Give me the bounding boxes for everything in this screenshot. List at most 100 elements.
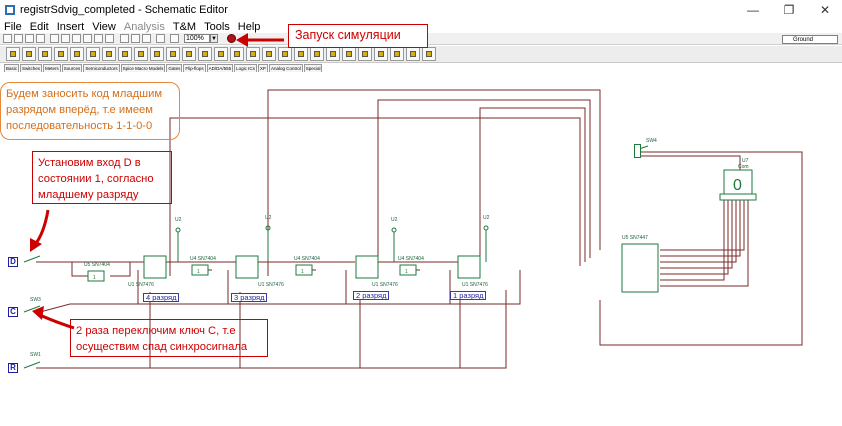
minimize-button[interactable]: — [747,3,759,17]
wire-tool-icon[interactable] [72,34,81,43]
svg-text:1: 1 [301,269,304,275]
pen-tool-icon[interactable] [83,34,92,43]
tab-meters[interactable]: Meters [43,64,61,72]
inverter-label: U4 SN7404 [294,256,320,262]
component-button[interactable] [70,47,84,61]
component-button[interactable] [54,47,68,61]
component-button[interactable] [150,47,164,61]
sw4-terminal[interactable] [634,144,641,158]
flipflop-label: U1 SN7476 [462,282,488,288]
svg-text:1: 1 [197,269,200,275]
text-tool-icon[interactable] [94,34,103,43]
digit-label-4: 4 разряд [143,293,180,302]
zoom-select[interactable]: 100% [184,34,210,43]
set-d-annotation: Установим вход D в состоянии 1, согласно… [32,151,172,204]
component-button[interactable] [262,47,276,61]
ground-select[interactable]: Ground [782,35,838,44]
component-button[interactable] [38,47,52,61]
component-button[interactable] [102,47,116,61]
title-bar: registrSdvig_completed - Schematic Edito… [0,0,842,20]
menu-view[interactable]: View [92,21,116,33]
copy-icon[interactable] [131,34,140,43]
menu-tm[interactable]: T&M [172,21,197,33]
new-file-icon[interactable] [3,34,12,43]
component-button[interactable] [278,47,292,61]
schematic-canvas[interactable] [0,72,842,426]
svg-text:0: 0 [733,177,742,194]
zoom-icon[interactable] [170,34,179,43]
component-button[interactable] [166,47,180,61]
tab-switches[interactable]: Switches [20,64,43,72]
decoder-label: U5 SN7447 [622,235,648,241]
menu-insert[interactable]: Insert [56,21,85,33]
menu-tools[interactable]: Tools [204,21,230,33]
tab-analog-control[interactable]: Analog Control [268,64,303,72]
maximize-button[interactable]: ❐ [783,3,795,17]
svg-text:1: 1 [405,269,408,275]
simulation-annotation: Запуск симуляции [288,24,428,48]
component-button[interactable] [86,47,100,61]
component-button[interactable] [22,47,36,61]
component-button[interactable] [198,47,212,61]
component-button[interactable] [246,47,260,61]
select-arrow-icon[interactable] [61,34,70,43]
tab-logic-ics[interactable]: Logic ICs [234,64,257,72]
tab-spice-macro[interactable]: Spice Macro Models [120,64,166,72]
component-button[interactable] [422,47,436,61]
tab-semiconductors[interactable]: Semiconductors [83,64,120,72]
probe-label: U2 [175,217,182,223]
menu-bar: File Edit Insert View Analysis T&M Tools… [0,20,264,34]
component-button[interactable] [214,47,228,61]
flipflop-label: U1 SN7476 [258,282,284,288]
tab-xp[interactable]: XP [257,64,268,72]
display-com-label: Com [738,164,749,170]
component-button[interactable] [230,47,244,61]
tab-sources[interactable]: Sources [61,64,83,72]
menu-edit[interactable]: Edit [29,21,49,33]
save-icon[interactable] [25,34,34,43]
sw1-label: SW1 [30,352,41,358]
input-terminal-d[interactable]: D [8,257,18,267]
probe-label: U2 [483,215,490,221]
tab-basic[interactable]: Basic [4,64,20,72]
window-title: registrSdvig_completed - Schematic Edito… [20,4,228,16]
tab-ad-da[interactable]: AD/DA/555 [206,64,234,72]
menu-help[interactable]: Help [237,21,261,33]
tab-flipflops[interactable]: Flip-flops [183,64,206,72]
cut-icon[interactable] [120,34,129,43]
paste-icon[interactable] [142,34,151,43]
run-simulation-button[interactable] [227,34,236,43]
flipflop-label: U1 SN7476 [372,282,398,288]
menu-analysis[interactable]: Analysis [123,21,165,33]
input-terminal-r[interactable]: R [8,363,18,373]
rotate-icon[interactable] [156,34,165,43]
tab-gates[interactable]: Gates [166,64,183,72]
print-icon[interactable] [36,34,45,43]
menu-file[interactable]: File [4,21,22,33]
component-button[interactable] [406,47,420,61]
inverter-label: U4 SN7404 [398,256,424,262]
line-tool-icon[interactable] [105,34,114,43]
tab-special[interactable]: Special [303,64,323,72]
component-button[interactable] [134,47,148,61]
open-file-icon[interactable] [14,34,23,43]
probe-label: U2 [391,217,398,223]
component-button[interactable] [6,47,20,61]
inverter-label: U4 SN7404 [190,256,216,262]
close-button[interactable]: ✕ [819,3,831,17]
zoom-dropdown-arrow-icon[interactable]: ▼ [210,34,218,43]
digit-label-1: 1 разряд [450,291,487,300]
probe-label: U2 [265,215,272,221]
orange-annotation: Будем заносить код младшим разрядом впер… [0,82,180,140]
component-button[interactable] [182,47,196,61]
sw4-label: SW4 [646,138,657,144]
component-tabs: Basic Switches Meters Sources Semiconduc… [4,64,323,72]
app-icon [5,5,15,15]
inverter-label: U5 SN7404 [84,262,110,268]
undo-icon[interactable] [50,34,59,43]
input-terminal-c[interactable]: C [8,307,18,317]
flipflop-label: U1 SN7476 [128,282,154,288]
toggle-c-annotation: 2 раза переключим ключ C, т.е осуществим… [70,319,268,357]
component-button[interactable] [118,47,132,61]
